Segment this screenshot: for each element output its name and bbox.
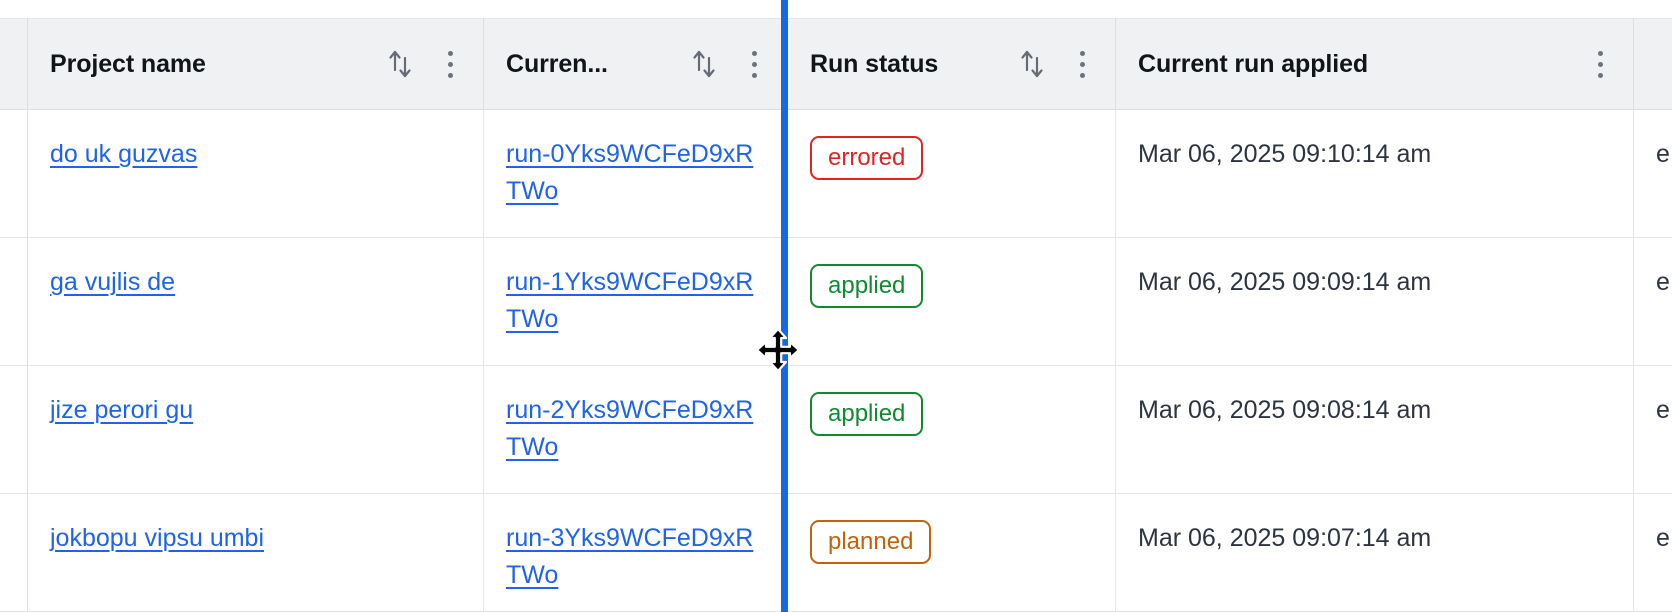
- column-menu-icon[interactable]: [1071, 47, 1093, 81]
- cell-run-status: errored: [788, 110, 1116, 237]
- row-gutter: [0, 494, 28, 611]
- table-row[interactable]: jize perori gu run-2Yks9WCFeD9xRTWo appl…: [0, 366, 1672, 494]
- cell-project-name: jize perori gu: [28, 366, 484, 493]
- table-row[interactable]: jokbopu vipsu umbi run-3Yks9WCFeD9xRTWo …: [0, 494, 1672, 612]
- column-header-gutter: [0, 19, 28, 109]
- cell-current-run-applied: Mar 06, 2025 09:08:14 am: [1116, 366, 1634, 493]
- row-gutter: [0, 366, 28, 493]
- cell-partial: e: [1634, 366, 1672, 493]
- sort-icon[interactable]: [1019, 47, 1045, 81]
- cell-current-run: run-2Yks9WCFeD9xRTWo: [484, 366, 788, 493]
- status-badge: errored: [810, 136, 924, 180]
- status-badge: planned: [810, 520, 932, 564]
- status-badge: applied: [810, 264, 924, 308]
- cell-current-run-applied: Mar 06, 2025 09:07:14 am: [1116, 494, 1634, 611]
- sort-icon[interactable]: [691, 47, 717, 81]
- column-header-tools: [1571, 47, 1611, 81]
- column-menu-icon[interactable]: [439, 47, 461, 81]
- column-header-tools: [673, 47, 765, 81]
- cell-project-name: do uk guzvas: [28, 110, 484, 237]
- column-header-label: Curren...: [506, 49, 608, 78]
- row-gutter: [0, 110, 28, 237]
- cell-partial: e: [1634, 238, 1672, 365]
- current-run-link[interactable]: run-3Yks9WCFeD9xRTWo: [506, 524, 754, 589]
- status-badge: applied: [810, 392, 924, 436]
- sort-icon[interactable]: [387, 47, 413, 81]
- column-header-label: Current run applied: [1138, 49, 1369, 78]
- project-name-link[interactable]: do uk guzvas: [50, 140, 198, 168]
- column-header-partial[interactable]: V: [1634, 19, 1672, 109]
- column-header-tools: [1001, 47, 1093, 81]
- column-menu-icon[interactable]: [743, 47, 765, 81]
- project-name-link[interactable]: jize perori gu: [50, 396, 194, 424]
- table-row[interactable]: do uk guzvas run-0Yks9WCFeD9xRTWo errore…: [0, 110, 1672, 238]
- column-resize-indicator[interactable]: [781, 0, 788, 612]
- column-header-current-run[interactable]: Curren...: [484, 19, 788, 109]
- column-header-label: Project name: [50, 49, 206, 78]
- project-name-link[interactable]: ga vujlis de: [50, 268, 176, 296]
- column-header-run-status[interactable]: Run status: [788, 19, 1116, 109]
- column-header-project-name[interactable]: Project name: [28, 19, 484, 109]
- cell-current-run-applied: Mar 06, 2025 09:09:14 am: [1116, 238, 1634, 365]
- cell-current-run: run-1Yks9WCFeD9xRTWo: [484, 238, 788, 365]
- current-run-link[interactable]: run-1Yks9WCFeD9xRTWo: [506, 268, 754, 333]
- project-name-link[interactable]: jokbopu vipsu umbi: [50, 524, 265, 552]
- projects-table: Project name: [0, 18, 1672, 612]
- cell-current-run: run-0Yks9WCFeD9xRTWo: [484, 110, 788, 237]
- cell-partial: e: [1634, 494, 1672, 611]
- column-header-tools: [369, 47, 461, 81]
- cell-current-run: run-3Yks9WCFeD9xRTWo: [484, 494, 788, 611]
- cell-project-name: jokbopu vipsu umbi: [28, 494, 484, 611]
- row-gutter: [0, 238, 28, 365]
- cell-run-status: planned: [788, 494, 1116, 611]
- cell-project-name: ga vujlis de: [28, 238, 484, 365]
- cell-run-status: applied: [788, 238, 1116, 365]
- column-menu-icon[interactable]: [1589, 47, 1611, 81]
- table-header-row: Project name: [0, 18, 1672, 110]
- table-row[interactable]: ga vujlis de run-1Yks9WCFeD9xRTWo applie…: [0, 238, 1672, 366]
- current-run-link[interactable]: run-2Yks9WCFeD9xRTWo: [506, 396, 754, 461]
- current-run-link[interactable]: run-0Yks9WCFeD9xRTWo: [506, 140, 754, 205]
- cell-current-run-applied: Mar 06, 2025 09:10:14 am: [1116, 110, 1634, 237]
- column-header-current-run-applied[interactable]: Current run applied: [1116, 19, 1634, 109]
- column-header-label: Run status: [810, 49, 939, 78]
- cell-partial: e: [1634, 110, 1672, 237]
- cell-run-status: applied: [788, 366, 1116, 493]
